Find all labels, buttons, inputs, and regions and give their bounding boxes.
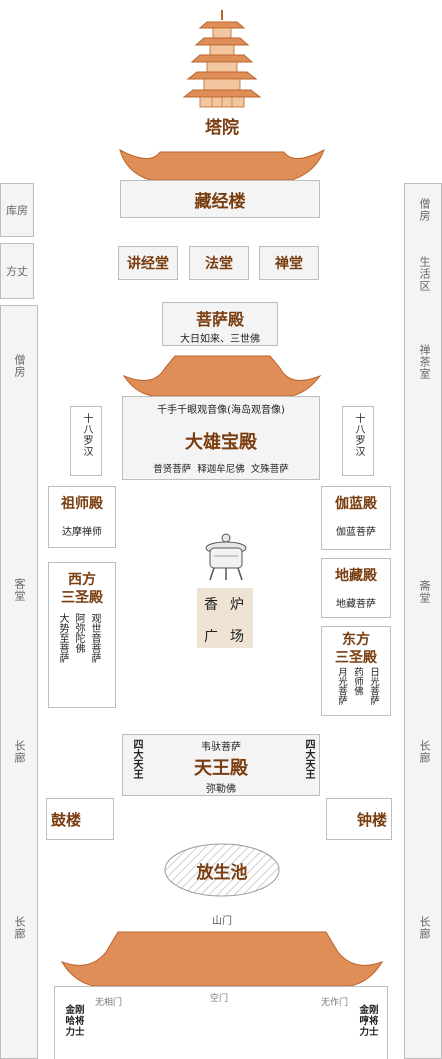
tianwang-right: 四大天王 — [303, 739, 314, 779]
xifang-col-1: 大势至菩萨 — [57, 613, 68, 663]
gulou-tower: 鼓楼 — [46, 798, 114, 840]
right-changlang-2-label: 长廊 — [418, 916, 431, 940]
right-shenghuoqu-label: 生活区 — [418, 256, 431, 292]
chantang-title: 禅堂 — [275, 256, 303, 272]
daxiongbaodian-bottom: 普贤菩萨 释迦牟尼佛 文殊菩萨 — [153, 464, 289, 475]
right-chanchashi-label: 禅茶室 — [418, 344, 431, 380]
dongfang-sanshengdian-hall: 东方 三圣殿 月光菩萨 药师佛 日光菩萨 — [321, 626, 391, 716]
daxiongbaodian-hall: 千手千眼观音像(海岛观音像) 大雄宝殿 普贤菩萨 释迦牟尼佛 文殊菩萨 — [122, 396, 320, 480]
pagoda-icon — [182, 10, 262, 108]
xifang-title-2: 三圣殿 — [61, 590, 103, 606]
xifang-col-2: 阿弥陀佛 — [73, 613, 84, 653]
dizangdian-title: 地藏殿 — [335, 568, 377, 584]
incense-plaza: 香 炉 广 场 — [197, 588, 253, 648]
right-zhaitang-label: 斋堂 — [418, 580, 431, 604]
plaza-char-2: 炉 — [230, 597, 244, 613]
dongfang-col-1: 月光菩萨 — [336, 667, 347, 705]
dizangdian-hall: 地藏殿 地藏菩萨 — [321, 558, 391, 618]
left-guard-label: 金刚哈将力士 — [65, 1005, 85, 1038]
fangzhang-label: 方丈 — [6, 265, 28, 278]
luohan-left-label: 十八罗汉 — [81, 413, 92, 457]
dizangdian-sub: 地藏菩萨 — [336, 599, 376, 610]
pusadian-title: 菩萨殿 — [195, 310, 244, 329]
roof-daxiongbaodian — [122, 355, 322, 397]
daxiongbaodian-title: 大雄宝殿 — [185, 432, 257, 453]
zhonglou-title: 钟楼 — [357, 811, 388, 829]
incense-burner-icon — [205, 533, 247, 581]
shanmen-label: 山门 — [212, 916, 232, 927]
shanmen-gate: 无相门 空门 无作门 金刚哈将力士 金刚哼将力士 — [54, 986, 388, 1059]
fatang-hall: 法堂 — [189, 246, 249, 280]
roof-cangjinglou — [119, 148, 325, 181]
gulou-title: 鼓楼 — [51, 811, 82, 829]
left-wing: 僧房 客堂 长廊 长廊 — [0, 305, 38, 1059]
qielandian-hall: 伽蓝殿 伽蓝菩萨 — [321, 486, 391, 550]
xifang-title-1: 西方 — [68, 572, 96, 588]
right-changlang-1-label: 长廊 — [418, 740, 431, 764]
tianwangdian-top: 韦驮菩萨 — [201, 742, 241, 753]
luohan-right: 十八罗汉 — [342, 406, 374, 476]
left-gate-label: 无相门 — [95, 998, 123, 1008]
zushidian-hall: 祖师殿 达摩禅师 — [48, 486, 116, 548]
dongfang-col-2: 药师佛 — [352, 667, 363, 696]
cangjinglou-hall: 藏经楼 — [120, 180, 320, 218]
fatang-title: 法堂 — [205, 256, 233, 272]
left-ketang-label: 客堂 — [13, 578, 26, 602]
cangjinglou-title: 藏经楼 — [194, 191, 246, 212]
dongfang-title-2: 三圣殿 — [335, 650, 377, 666]
left-changlang-1-label: 长廊 — [13, 740, 26, 764]
jiangjingtang-title: 讲经堂 — [127, 256, 169, 272]
roof-shanmen — [60, 931, 384, 987]
right-wing: 僧房 生活区 禅茶室 斋堂 长廊 长廊 — [404, 183, 442, 1059]
fangshengchi-title: 放生池 — [196, 862, 248, 883]
zushidian-title: 祖师殿 — [61, 496, 103, 512]
fangshengchi-pond — [164, 843, 280, 897]
kufang-room: 库房 — [0, 183, 34, 237]
left-changlang-2-label: 长廊 — [13, 916, 26, 940]
xifang-col-3: 观世音菩萨 — [89, 613, 100, 663]
center-gate-label: 空门 — [210, 994, 229, 1004]
plaza-char-3: 广 — [204, 629, 218, 645]
daxiongbaodian-top: 千手千眼观音像(海岛观音像) — [157, 405, 285, 416]
zushidian-sub: 达摩禅师 — [62, 527, 102, 538]
plaza-char-1: 香 — [204, 597, 218, 613]
pusadian-hall: 菩萨殿 大日如来、三世佛 — [162, 302, 278, 346]
jiangjingtang-hall: 讲经堂 — [118, 246, 178, 280]
fangzhang-room: 方丈 — [0, 243, 34, 299]
pusadian-sub: 大日如来、三世佛 — [180, 334, 260, 345]
tianwangdian-hall: 韦驮菩萨 天王殿 弥勒佛 四大天王 四大天王 — [122, 734, 320, 796]
tianwangdian-title: 天王殿 — [194, 758, 248, 779]
qielandian-title: 伽蓝殿 — [335, 496, 377, 512]
dongfang-title-1: 东方 — [342, 632, 370, 648]
chantang-hall: 禅堂 — [259, 246, 319, 280]
dongfang-col-3: 日光菩萨 — [368, 667, 379, 705]
right-guard-label: 金刚哼将力士 — [359, 1005, 379, 1038]
right-gate-label: 无作门 — [321, 998, 349, 1008]
qielandian-sub: 伽蓝菩萨 — [336, 527, 376, 538]
tianwang-left: 四大天王 — [131, 739, 142, 779]
kufang-label: 库房 — [6, 204, 28, 217]
luohan-left: 十八罗汉 — [70, 406, 102, 476]
pagoda-label: 塔院 — [205, 117, 239, 138]
plaza-char-4: 场 — [230, 629, 244, 645]
tianwangdian-bottom: 弥勒佛 — [206, 784, 236, 795]
luohan-right-label: 十八罗汉 — [353, 413, 364, 457]
xifang-sanshengdian-hall: 西方 三圣殿 大势至菩萨 阿弥陀佛 观世音菩萨 — [48, 562, 116, 708]
zhonglou-tower: 钟楼 — [326, 798, 392, 840]
right-sengfang-label: 僧房 — [418, 198, 431, 222]
left-sengfang-label: 僧房 — [13, 354, 26, 378]
